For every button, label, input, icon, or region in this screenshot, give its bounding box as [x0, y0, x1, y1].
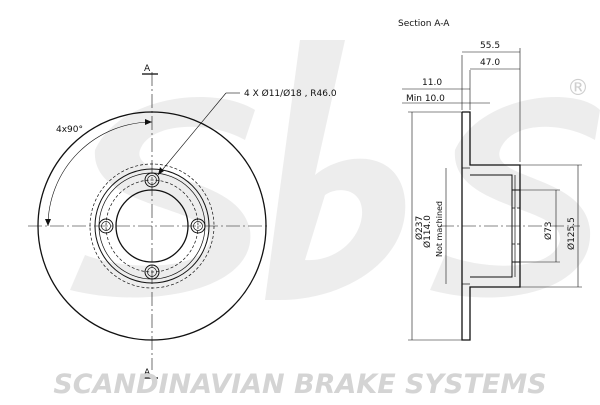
- dim-47: 47.0: [480, 58, 500, 68]
- front-view: 4x90° 4 X Ø11/Ø18 , R46.0 A A: [28, 64, 337, 379]
- leader-line: [157, 92, 227, 176]
- dim-55: 55.5: [480, 41, 500, 51]
- brand-watermark-text: SCANDINAVIAN BRAKE SYSTEMS: [53, 369, 546, 400]
- hat-inner-profile: [470, 174, 513, 278]
- registered-mark: ®: [567, 76, 589, 101]
- angle-arc: [47, 121, 153, 227]
- not-machined-label: Not machined: [435, 201, 444, 257]
- dim-min-10: Min 10.0: [406, 94, 445, 104]
- bolt-hole: [144, 172, 160, 188]
- hat-outer-circle: [94, 168, 210, 284]
- bolt-hole: [98, 218, 114, 234]
- center-bore: [115, 189, 189, 263]
- dim-d125: Ø125.5: [566, 217, 577, 250]
- arrow-head: [145, 119, 152, 125]
- section-view: Section A-A 55.5 47.0 11.0 Min 10.0 Ø237: [398, 19, 582, 341]
- arrow-head: [45, 219, 51, 226]
- bolt-hole: [190, 218, 206, 234]
- dim-d114: Ø114.0: [422, 215, 433, 248]
- dim-d237: Ø237: [414, 216, 425, 240]
- bolt-hole: [144, 264, 160, 280]
- disc-outer-edge: [37, 111, 267, 341]
- section-title: Section A-A: [398, 19, 450, 29]
- holes-label: 4 X Ø11/Ø18 , R46.0: [244, 88, 337, 99]
- rotation-label: 4x90°: [56, 125, 83, 135]
- section-marker-top: A: [144, 64, 151, 74]
- hub-hidden-edge: [89, 163, 215, 289]
- dim-11: 11.0: [422, 78, 442, 88]
- section-marker-bottom: A: [144, 368, 151, 378]
- arrow-head: [158, 167, 164, 175]
- bolt-circle: [105, 179, 199, 273]
- dim-d73: Ø73: [543, 221, 554, 240]
